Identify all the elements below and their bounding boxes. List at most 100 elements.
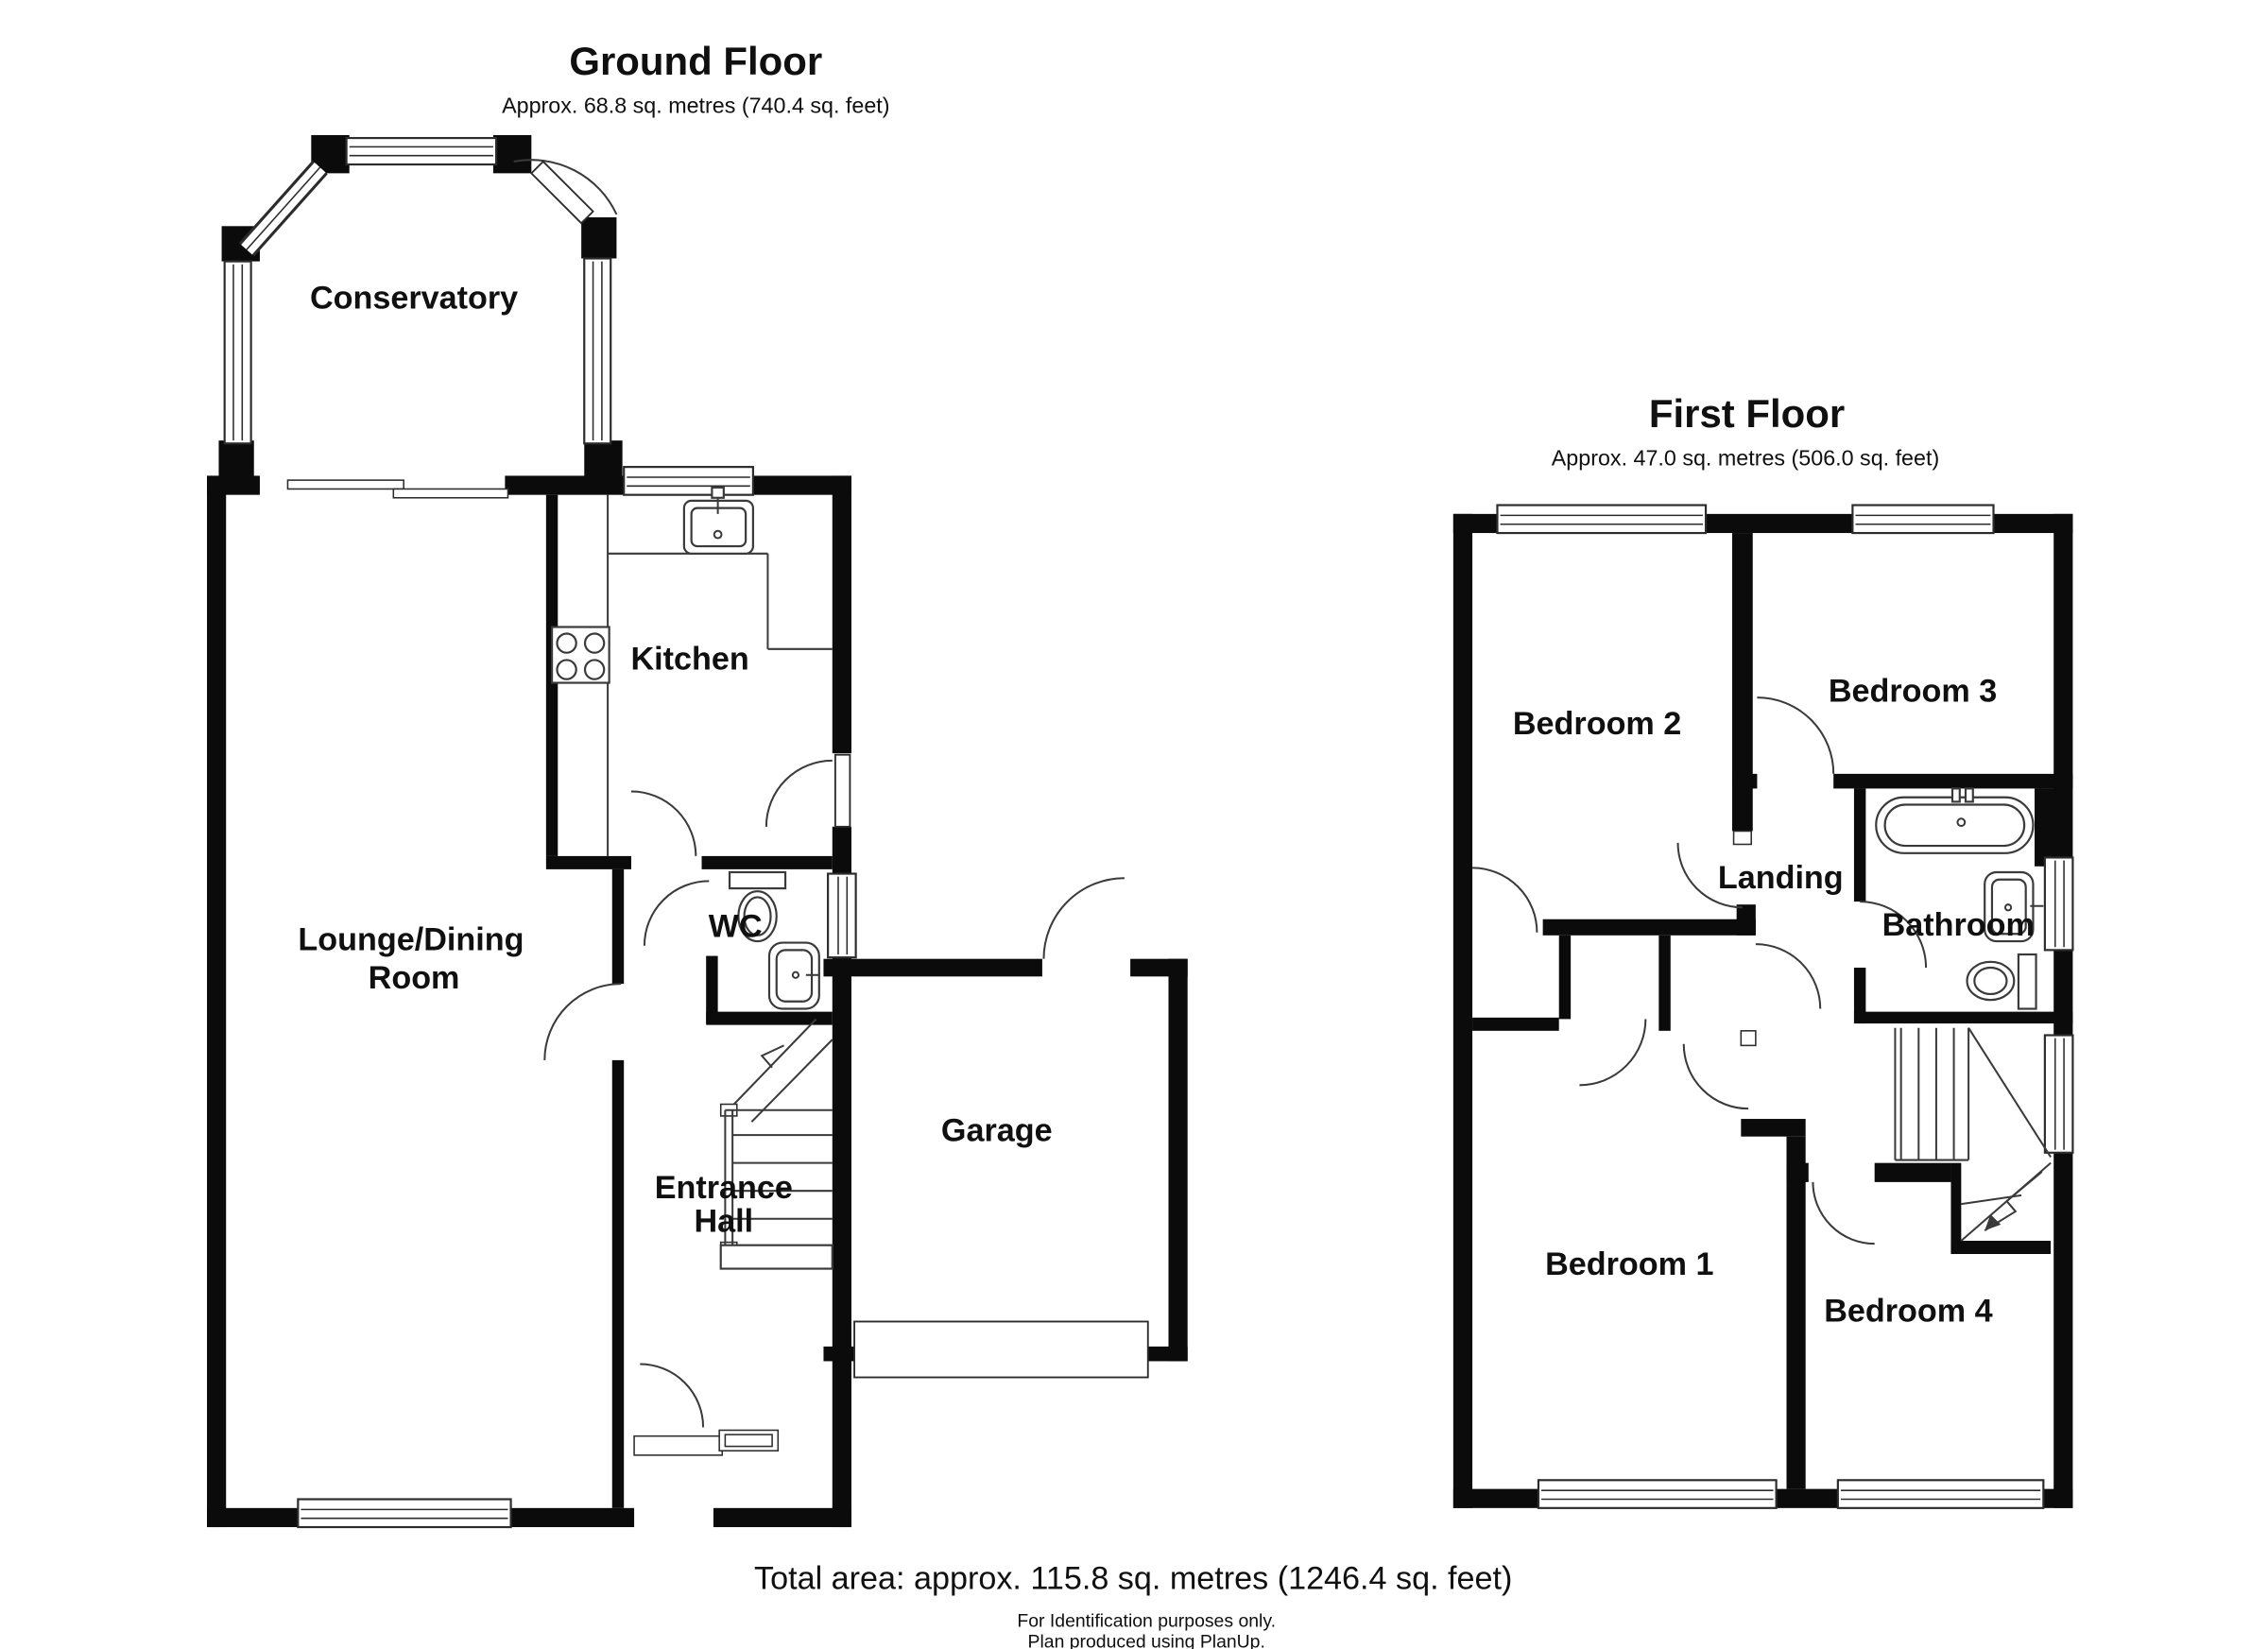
staircase-segment <box>732 1018 817 1106</box>
ground-outer-walls-segment <box>207 1507 301 1528</box>
first-floor-area: Approx. 47.0 sq. metres (506.0 sq. feet) <box>1552 446 1939 471</box>
window <box>2043 1034 2074 1154</box>
room-label-conservatory: Conservatory <box>310 280 518 316</box>
garage-segment <box>1147 1346 1188 1362</box>
staircase-segment <box>1967 1027 2052 1158</box>
room-label-garage: Garage <box>941 1112 1053 1148</box>
room-label-lounge-line1: Lounge/Dining <box>298 921 524 957</box>
bathtub <box>1875 787 2035 854</box>
window <box>827 872 857 959</box>
window-segment <box>345 136 498 166</box>
first-outer-walls-segment <box>2053 1149 2073 1508</box>
toilet-segment <box>743 896 772 936</box>
bathtub-segment <box>1956 817 1967 828</box>
first-interior-walls-segment <box>1833 773 2073 789</box>
hob-segment <box>583 632 606 654</box>
conservatory-door-segment <box>513 159 618 215</box>
bedroom2-closet-door-swing <box>1472 867 1538 933</box>
conservatory-door-segment <box>530 160 594 225</box>
washbasin-segment <box>1990 878 2027 936</box>
garage-segment <box>823 1346 855 1362</box>
corner-post <box>492 134 532 174</box>
hob <box>550 626 610 684</box>
threshold-opening <box>286 479 509 499</box>
bedroom4-door-swing <box>1812 1181 1875 1245</box>
toilet <box>1966 953 2037 1010</box>
first-outer-walls <box>1452 513 2073 1508</box>
first-floor-plan: First Floor Approx. 47.0 sq. metres (506… <box>1452 391 2074 1509</box>
window-segment <box>2043 856 2074 952</box>
first-interior-walls-segment <box>1853 1011 2073 1024</box>
kitchen-sink <box>682 486 754 555</box>
toilet <box>728 870 787 943</box>
room-label-lounge-line2: Room <box>369 960 460 996</box>
landing-door-swing <box>1755 943 1822 1009</box>
first-interior-walls-segment <box>1558 935 1572 1020</box>
room-label-bedroom2: Bedroom 2 <box>1513 706 1681 742</box>
ground-outer-walls-segment <box>510 1507 635 1528</box>
back-door-segment <box>833 753 851 828</box>
first-outer-walls-segment <box>1990 513 2073 534</box>
lounge-and-hall: Lounge/Dining Room Entrance Hall <box>297 868 833 1529</box>
hob-segment <box>556 659 577 680</box>
garage: Garage <box>823 877 1188 1379</box>
total-area-text: Total area: approx. 115.8 sq. metres (12… <box>754 1560 1512 1596</box>
porch-step <box>633 1434 724 1456</box>
ground-floor-area: Approx. 68.8 sq. metres (740.4 sq. feet) <box>502 94 889 118</box>
ground-outer-walls <box>207 475 851 1528</box>
lounge-door-swing <box>543 983 622 1060</box>
toilet-segment <box>2017 953 2037 1010</box>
bedroom2-door-swing <box>1676 842 1743 909</box>
kitchen-sink-segment <box>711 486 725 499</box>
first-floor-title: First Floor <box>1649 391 1845 436</box>
toilet-segment <box>1973 966 2008 996</box>
first-interior-walls-segment <box>1740 1030 1757 1047</box>
ground-outer-walls-segment <box>505 475 627 495</box>
first-interior-walls-segment <box>1542 919 1756 936</box>
bathtub-segment <box>1964 787 1974 803</box>
window-segment <box>2043 1034 2074 1154</box>
washbasin <box>767 941 820 1010</box>
window-segment <box>223 260 252 445</box>
ground-outer-walls-segment <box>832 475 851 754</box>
first-outer-walls-segment <box>2053 947 2073 1039</box>
cupboard-door-swing <box>1579 1019 1647 1087</box>
first-interior-walls-segment <box>1658 935 1671 1031</box>
garage-side-door-swing <box>1042 877 1125 959</box>
first-interior-walls-segment <box>1786 1162 1809 1182</box>
ground-floor-title: Ground Floor <box>569 39 822 83</box>
first-outer-walls-segment <box>1452 513 1473 1508</box>
ground-outer-walls-segment <box>832 954 851 1528</box>
bedroom3-door-swing <box>1757 696 1835 774</box>
footer: Total area: approx. 115.8 sq. metres (12… <box>754 1560 1512 1649</box>
first-interior-walls-segment <box>1732 533 1753 832</box>
window <box>345 136 498 166</box>
first-interior-walls-segment <box>1874 1162 1951 1182</box>
first-interior-walls-segment <box>1853 968 1866 1024</box>
room-label-landing: Landing <box>1718 860 1844 896</box>
corner-post <box>584 440 623 479</box>
staircase-segment <box>2005 1171 2043 1202</box>
window-segment <box>246 166 321 250</box>
ground-outer-walls-segment <box>207 475 227 1528</box>
threshold-opening-segment <box>392 488 509 499</box>
staircase-segment <box>719 1244 833 1270</box>
first-interior-walls-segment <box>1741 1119 1806 1137</box>
window-segment <box>583 257 612 445</box>
kitchen: Kitchen <box>545 466 851 869</box>
staircase-segment <box>750 1039 833 1123</box>
threshold-opening-segment <box>286 479 404 490</box>
window-segment <box>623 466 754 496</box>
room-label-bedroom1: Bedroom 1 <box>1545 1246 1713 1282</box>
window-segment <box>297 1498 512 1529</box>
staircase <box>1894 1027 2052 1242</box>
disclaimer-line1: For Identification purposes only. <box>1017 1611 1276 1632</box>
room-label-bathroom: Bathroom <box>1882 907 2035 943</box>
washbasin-segment <box>791 971 800 979</box>
room-label-wc: WC <box>709 908 763 944</box>
kitchen-segment <box>701 855 833 869</box>
first-interior-walls-segment <box>1786 1136 1806 1489</box>
kitchen-door-swing <box>630 790 697 856</box>
toilet-segment <box>728 870 787 890</box>
